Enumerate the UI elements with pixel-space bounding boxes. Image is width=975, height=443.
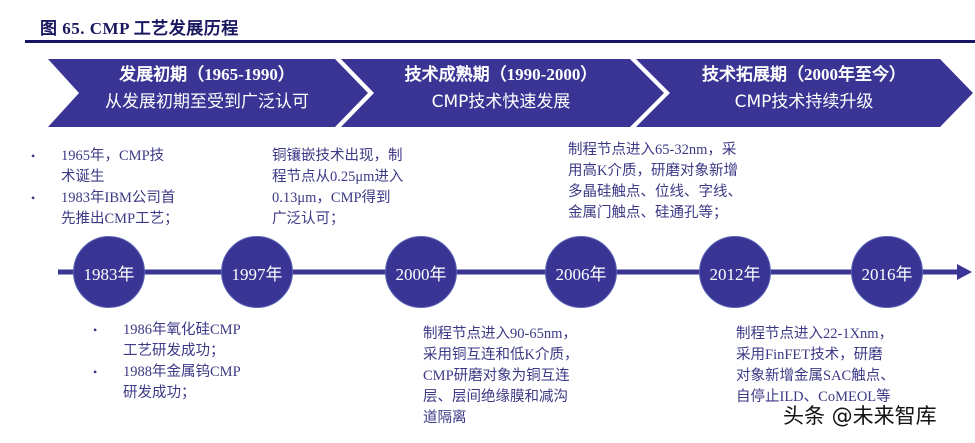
phase-1: 发展初期（1965-1990） 从发展初期至受到广泛认可 (79, 64, 335, 114)
note-2012-bottom: 制程节点进入22-1Xnm， 采用FinFET技术，研磨 对象新增金属SAC触点… (736, 326, 895, 405)
timeline-node-1997: 1997年 (221, 236, 293, 308)
bullet-icon: • (31, 191, 36, 205)
bullet-icon: • (93, 323, 98, 337)
note-bullet: •1965年，CMP技术诞生 (31, 148, 165, 185)
note-early-top: •1965年，CMP技术诞生 •1983年IBM公司首先推出CMP工艺； (31, 146, 179, 230)
phase-subtitle: CMP技术持续升级 (734, 92, 874, 112)
phase-subtitle: 从发展初期至受到广泛认可 (105, 92, 309, 112)
note-bullet: •1983年IBM公司首先推出CMP工艺； (31, 190, 179, 227)
phase-chevron-1 (48, 59, 368, 127)
node-label: 1997年 (231, 264, 283, 284)
phase-chevron-2 (341, 59, 664, 127)
note-2000-bottom: 制程节点进入90-65nm， 采用铜互连和低K介质， CMP研磨对象为铜互连 层… (423, 326, 579, 426)
title-divider (25, 40, 975, 43)
timeline-node-2016: 2016年 (851, 236, 923, 308)
node-label: 2012年 (709, 264, 761, 284)
timeline-arrow-icon (957, 264, 972, 280)
watermark: 头条 @未来智库 (783, 404, 937, 428)
phase-subtitle: CMP技术快速发展 (431, 92, 571, 112)
bullet-icon: • (31, 149, 36, 163)
phase-title: 发展初期（1965-1990） (119, 65, 295, 84)
timeline-node-2012: 2012年 (699, 236, 771, 308)
note-2006-top: 制程节点进入65-32nm，采 用高K介质，研磨对象新增 多晶硅触点、位线、字线… (568, 142, 742, 221)
phase-3: 技术拓展期（2000年至今） CMP技术持续升级 (668, 64, 940, 114)
timeline-node-2006: 2006年 (545, 236, 617, 308)
phase-title: 技术拓展期（2000年至今） (702, 65, 906, 84)
phase-2: 技术成熟期（1990-2000） CMP技术快速发展 (372, 64, 630, 114)
phase-title: 技术成熟期（1990-2000） (404, 65, 598, 84)
node-label: 2006年 (555, 264, 607, 284)
note-1997-top: 铜镶嵌技术出现，制 程节点从0.25μm进入 0.13μm，CMP得到 广泛认可… (272, 148, 404, 227)
phase-chevron-3 (636, 59, 973, 127)
figure-title: 图 65. CMP 工艺发展历程 (40, 19, 239, 38)
timeline-node-1983: 1983年 (73, 236, 145, 308)
node-label: 1983年 (83, 264, 135, 284)
node-label: 2000年 (395, 264, 447, 284)
timeline-node-2000: 2000年 (385, 236, 457, 308)
node-label: 2016年 (861, 264, 913, 284)
bullet-icon: • (93, 365, 98, 379)
